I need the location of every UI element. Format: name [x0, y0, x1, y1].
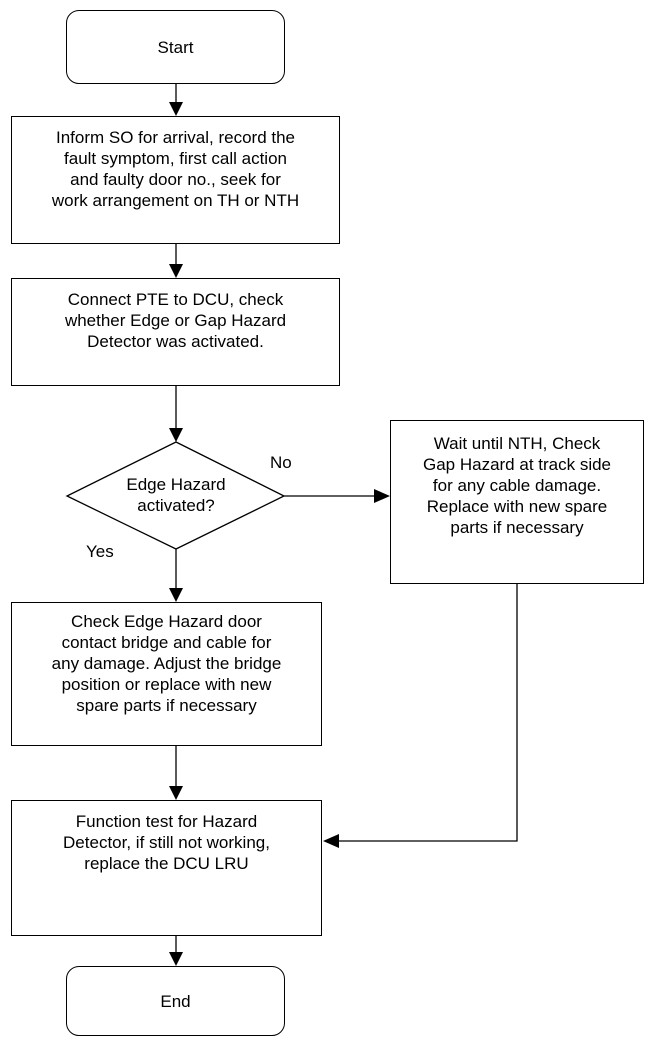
label-yes: Yes [86, 542, 114, 561]
start-terminal: Start [66, 10, 285, 84]
connector-wait-to-function-test [337, 584, 518, 842]
arrowhead-end [169, 952, 183, 966]
arrowhead-wait [374, 489, 390, 503]
step-inform-box: Inform SO for arrival, record the fault … [11, 116, 340, 244]
step-function-test-box: Function test for Hazard Detector, if st… [11, 800, 322, 936]
arrowhead-function-test-right [323, 834, 339, 848]
arrowhead-function-test-left [169, 786, 183, 800]
end-terminal: End [66, 966, 285, 1036]
step-wait-box: Wait until NTH, Check Gap Hazard at trac… [390, 420, 644, 584]
step-connect-text: Connect PTE to DCU, check whether Edge o… [64, 290, 287, 351]
end-label: End [160, 991, 191, 1011]
step-connect-box: Connect PTE to DCU, check whether Edge o… [11, 278, 340, 386]
step-check-edge-text: Check Edge Hazard door contact bridge an… [51, 612, 282, 715]
step-function-test-text: Function test for Hazard Detector, if st… [63, 812, 270, 873]
label-no: No [270, 453, 292, 472]
step-inform-text: Inform SO for arrival, record the fault … [51, 128, 300, 210]
step-check-edge-box: Check Edge Hazard door contact bridge an… [11, 602, 322, 746]
arrowhead-decision [169, 428, 183, 442]
arrowhead-inform [169, 102, 183, 116]
arrowhead-connect [169, 264, 183, 278]
start-label: Start [157, 37, 194, 57]
decision-diamond [65, 441, 286, 550]
arrowhead-check-edge [169, 588, 183, 602]
step-wait-text: Wait until NTH, Check Gap Hazard at trac… [422, 434, 612, 537]
decision-label: Edge Hazard activated? [126, 475, 226, 515]
